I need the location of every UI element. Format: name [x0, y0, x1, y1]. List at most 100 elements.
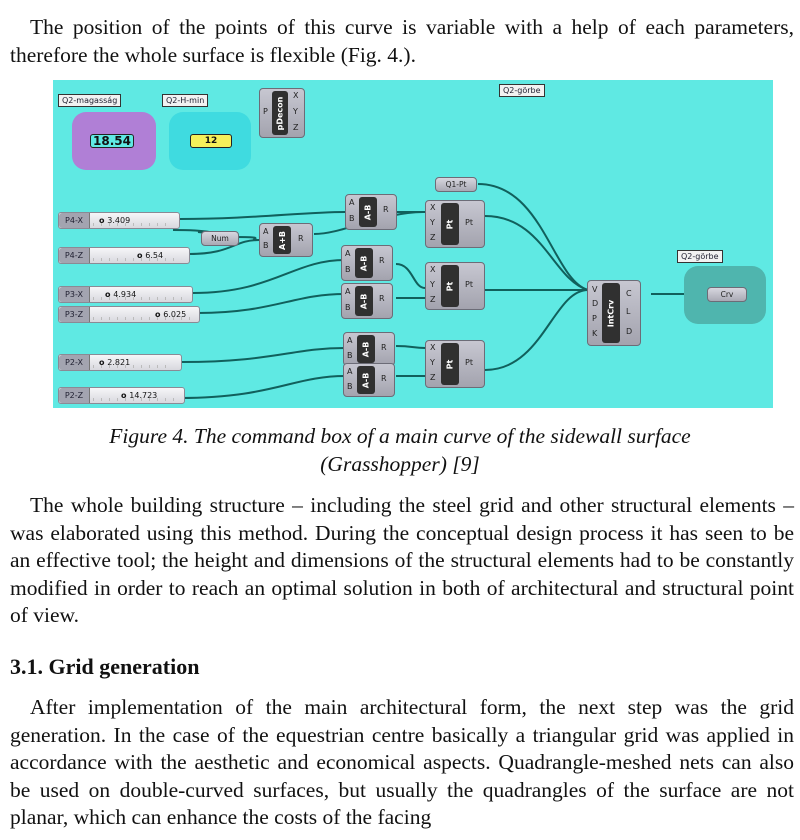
wire [179, 375, 346, 399]
pt-input-z[interactable]: Z [430, 233, 436, 242]
add-input-b[interactable]: B [263, 241, 269, 250]
add-output-r[interactable]: R [298, 234, 304, 243]
wire [477, 183, 589, 291]
subtract-component-1[interactable]: A B A-B R [345, 194, 397, 230]
add-core: A+B [273, 226, 291, 254]
sub-output-r[interactable]: R [383, 205, 389, 214]
subtract-component-2[interactable]: A B A-B R [341, 245, 393, 281]
sub-input-a[interactable]: A [347, 336, 353, 345]
grasshopper-figure: Q2-magasság 18.54 Q2-H-min 12 Q2-görbe P… [53, 80, 773, 408]
add-input-a[interactable]: A [263, 227, 269, 236]
gorbe-top-label: Q2-görbe [499, 84, 545, 97]
pdecon-output-x[interactable]: X [293, 91, 299, 100]
subtract-component-4[interactable]: A B A-B R [343, 332, 395, 366]
sub-output-r[interactable]: R [381, 343, 387, 352]
sub-input-b[interactable]: B [347, 351, 353, 360]
slider-p4-x[interactable]: P4-X 3.409 [58, 212, 180, 229]
sub-output-r[interactable]: R [379, 294, 385, 303]
pt-core: Pt [441, 343, 459, 385]
pt-output[interactable]: Pt [465, 358, 473, 367]
sub-input-a[interactable]: A [345, 249, 351, 258]
wire [188, 239, 260, 255]
sub-input-b[interactable]: B [347, 382, 353, 391]
slider-name: P3-Z [59, 307, 90, 322]
sub-output-r[interactable]: R [379, 256, 385, 265]
slider-name: P4-X [59, 213, 90, 228]
curve-param[interactable]: Crv [707, 287, 747, 302]
hmin-label: Q2-H-min [162, 94, 209, 107]
point-component-2[interactable]: X Y Z Pt Pt [425, 262, 485, 310]
intro-text: The position of the points of this curve… [10, 15, 794, 67]
pt-output[interactable]: Pt [465, 218, 473, 227]
slider-p2-z[interactable]: P2-Z 14.723 [58, 387, 185, 404]
pdecon-output-y[interactable]: Y [293, 107, 298, 116]
sub-input-b[interactable]: B [345, 265, 351, 274]
sub-input-b[interactable]: B [349, 214, 355, 223]
sub-output-r[interactable]: R [381, 374, 387, 383]
pt-input-y[interactable]: Y [430, 280, 435, 289]
wire [484, 289, 589, 371]
sub-core: A-B [357, 366, 375, 394]
method-paragraph: The whole building structure – including… [10, 492, 794, 630]
gorbe-output-label: Q2-görbe [677, 250, 723, 263]
grid-text: After implementation of the main archite… [10, 695, 794, 829]
subtract-component-5[interactable]: A B A-B R [343, 363, 395, 397]
wire [197, 293, 346, 314]
wire [484, 215, 589, 291]
sub-input-a[interactable]: A [347, 367, 353, 376]
magassag-value[interactable]: 18.54 [90, 134, 134, 148]
intcrv-output-d[interactable]: D [626, 327, 633, 336]
pt-input-z[interactable]: Z [430, 295, 436, 304]
pdecon-core: pDecon [272, 91, 288, 135]
wire [181, 347, 346, 363]
wire [179, 211, 346, 220]
slider-p3-z[interactable]: P3-Z 6.025 [58, 306, 200, 323]
slider-value: 4.934 [105, 287, 136, 302]
pt-title: Pt [445, 359, 455, 369]
wire [395, 345, 426, 349]
interpolate-curve-component[interactable]: V D P K IntCrv C L D [587, 280, 641, 346]
point-component-3[interactable]: X Y Z Pt Pt [425, 340, 485, 388]
num-param[interactable]: Num [201, 231, 239, 246]
slider-p2-x[interactable]: P2-X 2.821 [58, 354, 182, 371]
subtract-component-3[interactable]: A B A-B R [341, 283, 393, 319]
intcrv-output-c[interactable]: C [626, 289, 632, 298]
sub-input-a[interactable]: A [349, 198, 355, 207]
add-component[interactable]: A B A+B R [259, 223, 313, 257]
sub-input-b[interactable]: B [345, 303, 351, 312]
figure-caption: Figure 4. The command box of a main curv… [0, 423, 800, 478]
pdecon-output-z[interactable]: Z [293, 123, 299, 132]
q1-pt-param[interactable]: Q1-Pt [435, 177, 477, 192]
pt-title: Pt [445, 219, 455, 229]
pt-output[interactable]: Pt [465, 280, 473, 289]
pt-input-z[interactable]: Z [430, 373, 436, 382]
wire [192, 259, 346, 294]
intcrv-output-l[interactable]: L [626, 307, 631, 316]
slider-p3-x[interactable]: P3-X 4.934 [58, 286, 193, 303]
pt-input-x[interactable]: X [430, 265, 436, 274]
method-text: The whole building structure – including… [10, 493, 794, 627]
hmin-value[interactable]: 12 [190, 134, 232, 148]
slider-value: 6.54 [137, 248, 163, 263]
slider-p4-z[interactable]: P4-Z 6.54 [58, 247, 190, 264]
slider-value: 3.409 [99, 213, 130, 228]
intcrv-input-k[interactable]: K [592, 329, 598, 338]
sub-input-a[interactable]: A [345, 287, 351, 296]
sub-core: A-B [359, 197, 377, 227]
sub-title: A-B [363, 204, 373, 220]
wire [395, 263, 426, 289]
intcrv-core: IntCrv [602, 283, 620, 343]
point-component-1[interactable]: X Y Z Pt Pt [425, 200, 485, 248]
intro-paragraph: The position of the points of this curve… [10, 14, 794, 69]
pt-input-y[interactable]: Y [430, 218, 435, 227]
pdecon-component[interactable]: P pDecon X Y Z [259, 88, 305, 138]
intcrv-input-v[interactable]: V [592, 285, 598, 294]
pt-input-y[interactable]: Y [430, 358, 435, 367]
intcrv-input-p[interactable]: P [592, 314, 597, 323]
pt-input-x[interactable]: X [430, 343, 436, 352]
sub-title: A-B [361, 372, 371, 388]
intcrv-input-d[interactable]: D [592, 299, 599, 308]
pt-input-x[interactable]: X [430, 203, 436, 212]
sub-core: A-B [355, 286, 373, 316]
pdecon-input-p[interactable]: P [263, 107, 268, 116]
